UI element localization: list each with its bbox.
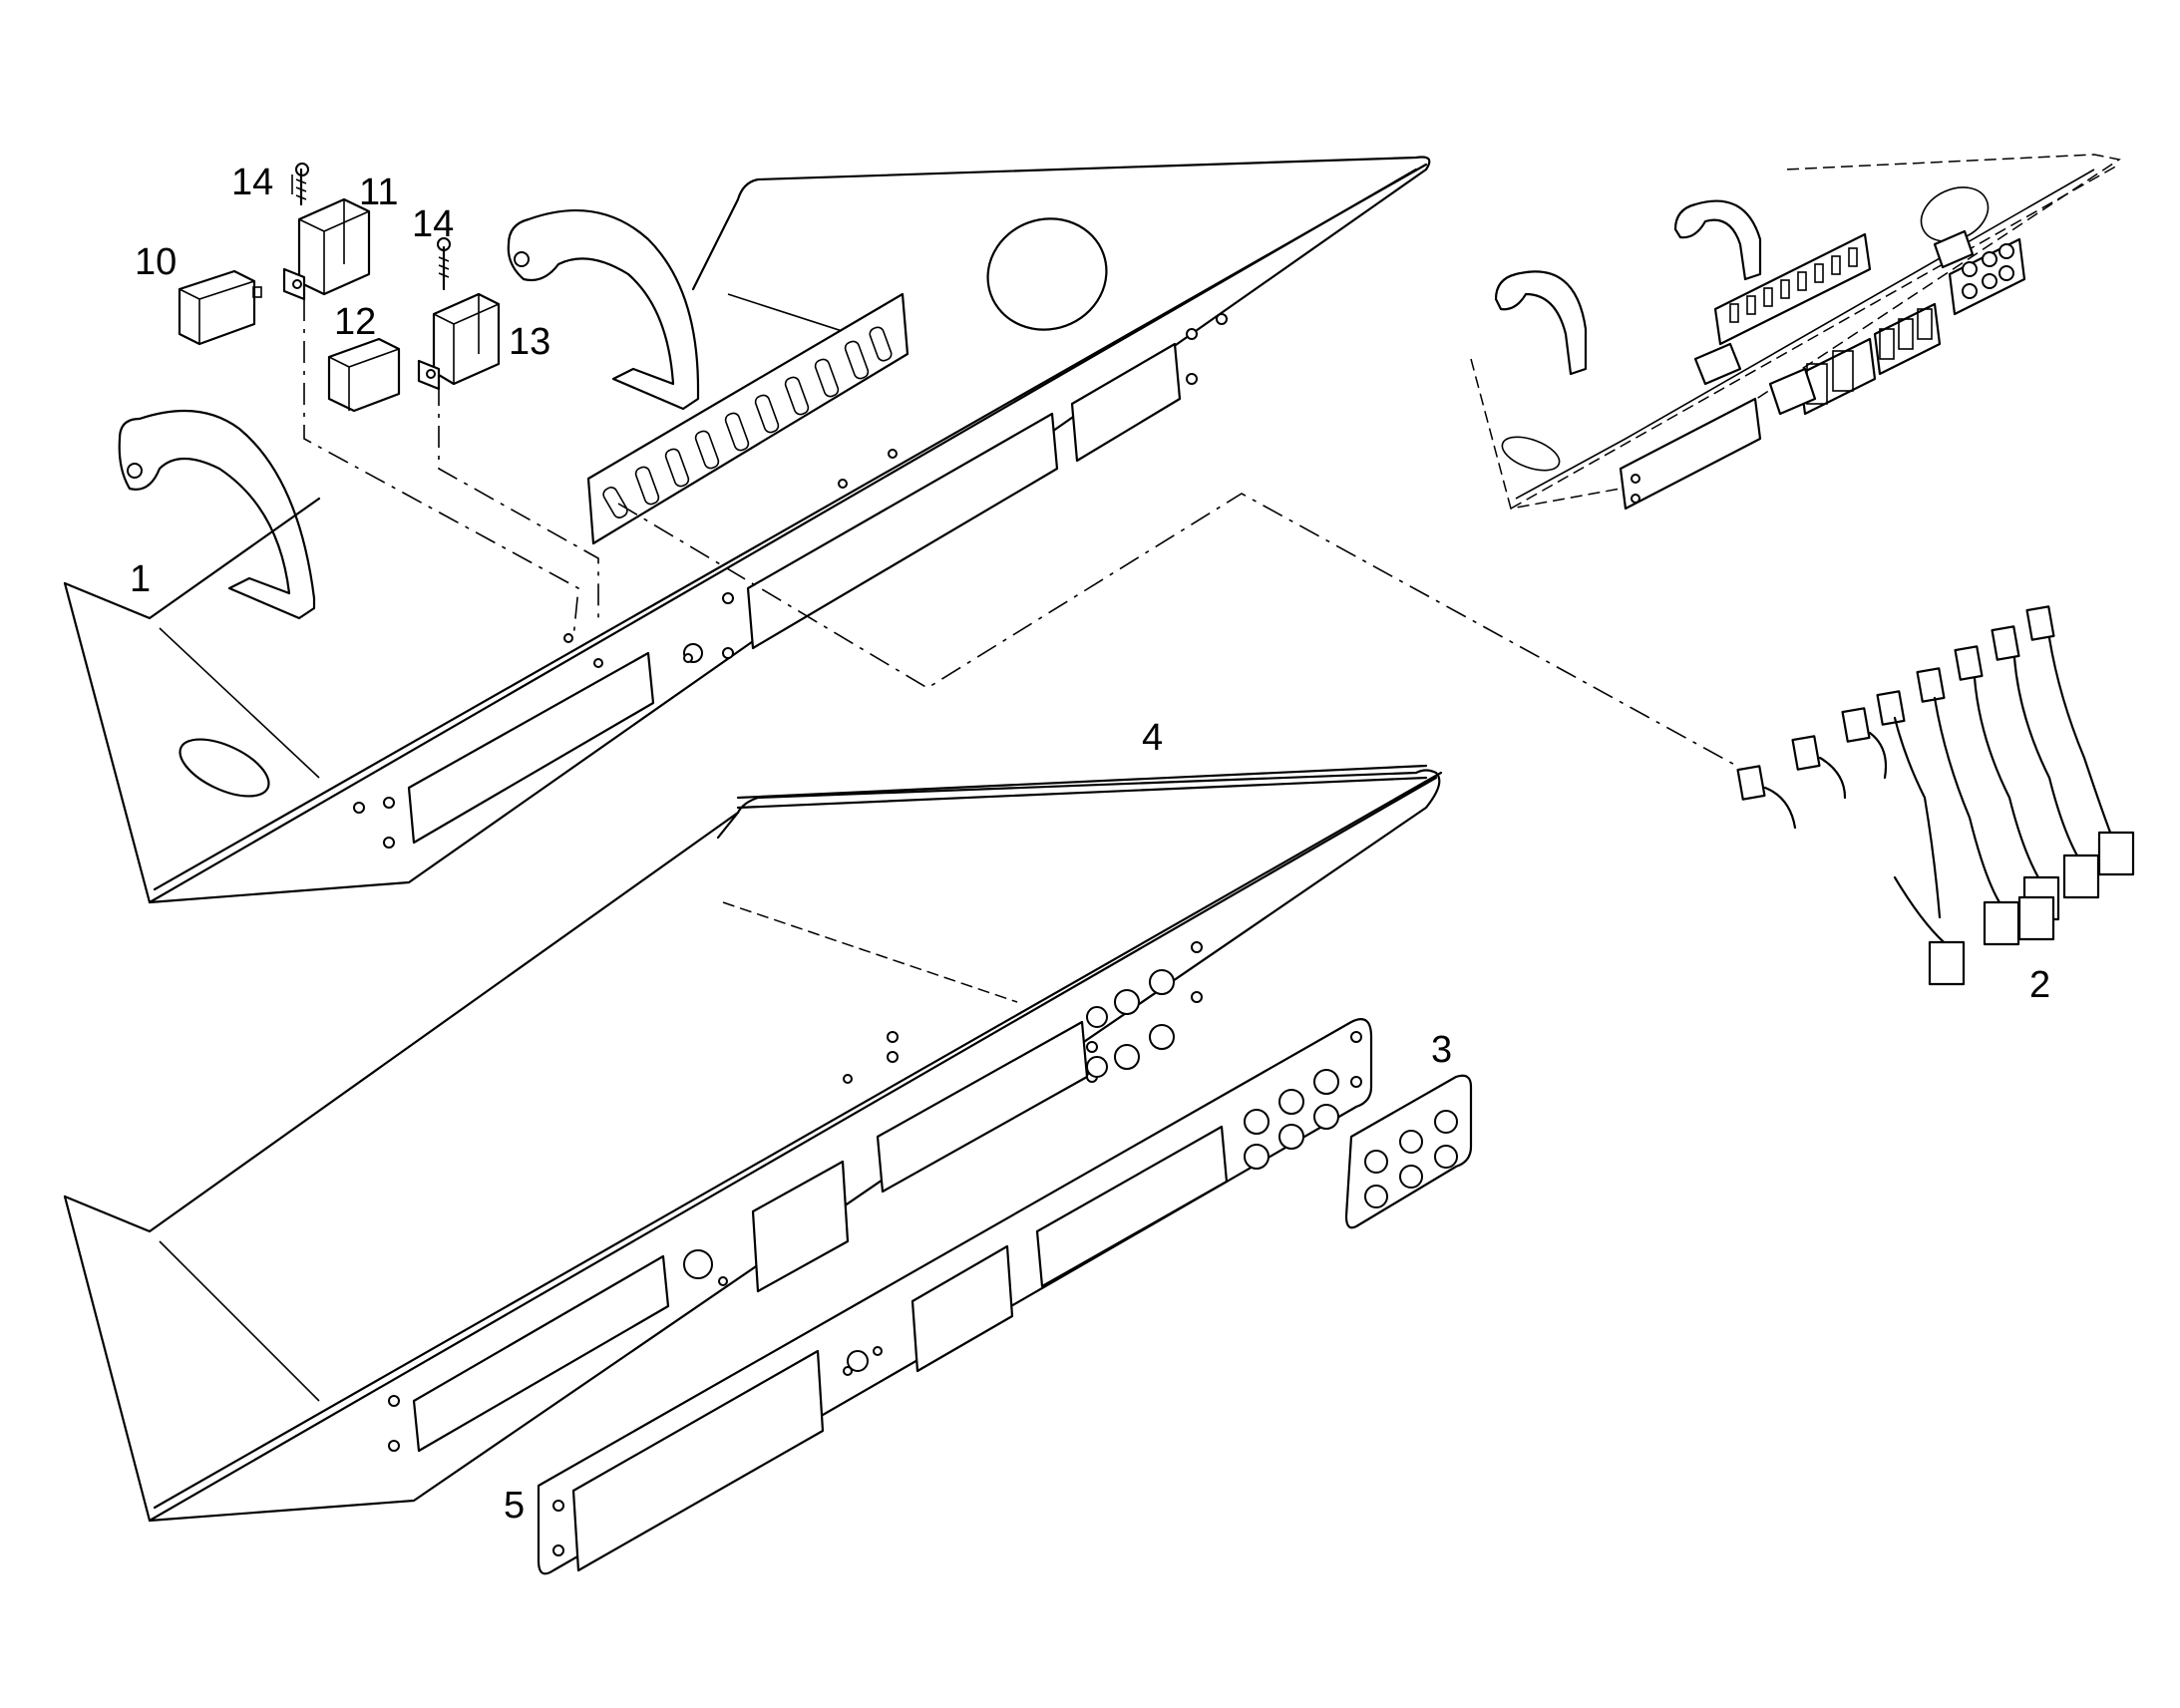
callout-11: 11: [359, 171, 398, 213]
part-1-upper-housing: [63, 156, 1431, 904]
relay-13-with-bracket: [417, 237, 501, 391]
screw-14-right: [438, 245, 450, 291]
callout-13: 13: [509, 321, 550, 363]
callout-2: 2: [2029, 964, 2050, 1006]
callout-1: 1: [130, 558, 151, 600]
part-3-cover-plate: [1344, 1074, 1473, 1229]
part-2-wire-harness: [1736, 605, 2135, 986]
callout-14-left: 14: [231, 162, 273, 203]
part-4-lower-housing: [63, 764, 1443, 1523]
relay-11-with-bracket: [282, 163, 371, 301]
callout-5: 5: [504, 1485, 525, 1527]
screw-14-left: [295, 168, 307, 206]
callout-3: 3: [1431, 1029, 1452, 1071]
inset-assembly-view: [1470, 154, 2121, 511]
callout-12: 12: [334, 301, 376, 343]
relay-10: [178, 269, 262, 346]
callout-10: 10: [135, 241, 177, 283]
callout-14-right: 14: [412, 203, 454, 245]
callout-4: 4: [1142, 717, 1163, 759]
part-5-front-bezel: [537, 1018, 1373, 1575]
relay-12: [327, 337, 401, 413]
